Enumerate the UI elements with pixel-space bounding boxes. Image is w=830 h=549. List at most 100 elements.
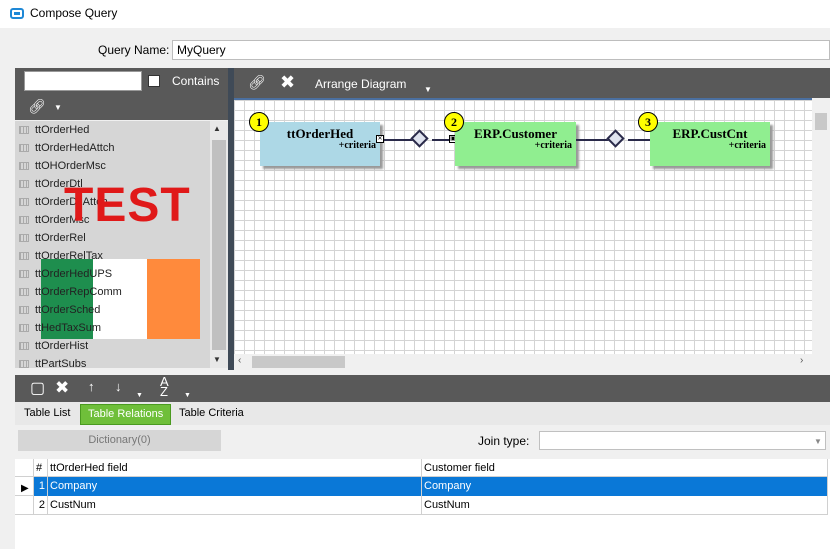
diagram-node-1[interactable]: ttOrderHed +criteria [260,122,380,166]
table-list-item[interactable]: ttHedTaxSum [15,319,210,337]
node-port-icon[interactable]: ✕ [376,135,384,143]
node-title: ERP.CustCnt [672,126,748,141]
query-name-input[interactable]: MyQuery [172,40,830,60]
table-list-scroll-thumb[interactable] [212,140,226,350]
table-list-item[interactable]: ttOHOrderMsc [15,157,210,175]
arrange-diagram-button[interactable]: Arrange Diagram [315,77,407,91]
overlay-orange-block [147,259,200,339]
grid-header-num[interactable]: # [34,459,48,477]
table-search-input[interactable] [24,71,142,91]
table-grid-icon [19,288,29,296]
table-list-item[interactable]: ttOrderMsc [15,211,210,229]
move-up-icon[interactable]: ↑ [88,379,95,394]
table-grid-icon [19,324,29,332]
row-number: 2 [34,496,48,515]
scroll-down-icon[interactable]: ▼ [213,355,221,364]
scroll-right-icon[interactable]: › [800,355,804,366]
join-type-label: Join type: [478,434,530,448]
table-list-item[interactable]: ttPartSubs [15,355,210,368]
table-row[interactable]: 2 CustNum CustNum [34,496,828,515]
window-title: Compose Query [30,6,118,20]
scroll-left-icon[interactable]: ‹ [238,355,242,366]
node-criteria-link[interactable]: +criteria [534,140,572,151]
tabs-row [15,402,830,425]
table-row[interactable]: 1 Company Company [34,477,828,496]
node-criteria-link[interactable]: +criteria [728,140,766,151]
grid-header-left-field[interactable]: ttOrderHed field [48,459,422,477]
table-list-item-label: ttHedTaxSum [35,322,102,334]
row-left-field[interactable]: Company [48,477,422,496]
table-grid-icon [19,306,29,314]
row-left-field[interactable]: CustNum [48,496,422,515]
node-title: ttOrderHed [286,126,354,141]
chevron-down-icon[interactable]: ▼ [136,392,143,399]
query-name-label: Query Name: [98,43,170,57]
tab-table-relations[interactable]: Table Relations [80,404,172,425]
table-grid-icon [19,270,29,278]
diagram-node-3[interactable]: ERP.CustCnt +criteria [650,122,770,166]
table-list-item[interactable]: ttOrderDtl [15,175,210,193]
table-list-item[interactable]: ttOrderRelTax [15,247,210,265]
table-list-item-label: ttOrderHedUPS [35,268,113,280]
table-grid-icon [19,234,29,242]
chevron-down-icon[interactable]: ▼ [814,437,822,446]
table-grid-icon [19,252,29,260]
diagram-vertical-scroll-thumb[interactable] [815,113,827,130]
diagram-horizontal-scroll-thumb[interactable] [252,356,345,368]
overlay-white-block [93,259,147,339]
link-icon[interactable]: 🔗︎ [28,98,46,114]
node-number-badge: 2 [444,112,464,132]
table-grid-icon [19,198,29,206]
row-header[interactable] [15,496,34,515]
table-list-item-label: ttOrderSched [35,304,101,316]
diagram-vertical-scrollbar[interactable] [812,98,830,354]
table-list-item[interactable]: ttOrderHedAttch [15,139,210,157]
contains-checkbox[interactable] [148,75,160,87]
delete-icon[interactable]: ✖ [55,378,70,397]
table-list-item[interactable]: ttOrderRepComm [15,283,210,301]
close-icon[interactable]: ✖ [280,72,296,92]
table-list-item[interactable]: ttOrderHedUPS [15,265,210,283]
grid-corner [15,459,34,477]
tab-table-list[interactable]: Table List [24,407,71,419]
overlay-green-block [41,259,93,339]
row-right-field[interactable]: Company [422,477,828,496]
table-list-item[interactable]: ttOrderRel [15,229,210,247]
diagram-horizontal-scrollbar[interactable] [234,354,830,370]
chevron-down-icon[interactable]: ▼ [184,392,191,399]
new-icon[interactable]: ▢ [30,380,46,397]
title-bar [0,0,830,28]
node-number-badge: 3 [638,112,658,132]
move-down-icon[interactable]: ↓ [115,379,122,394]
node-criteria-link[interactable]: +criteria [338,140,376,151]
chevron-down-icon[interactable]: ▼ [424,85,432,94]
table-list-item-label: ttOrderHedAttch [35,142,115,154]
table-list-item[interactable]: ttOrderHed [15,121,210,139]
window-icon [10,8,24,19]
table-grid-icon [19,144,29,152]
join-type-select[interactable] [539,431,826,450]
table-list-item[interactable]: ttOrderDtlAttch [15,193,210,211]
chevron-down-icon[interactable]: ▼ [54,103,62,112]
table-grid-icon [19,360,29,368]
diagram-node-2[interactable]: ERP.Customer +criteria [455,122,576,166]
table-list-item[interactable]: ttOrderSched [15,301,210,319]
row-header[interactable] [15,477,34,496]
table-list-item-label: ttOrderHed [35,124,90,136]
scroll-up-icon[interactable]: ▲ [213,124,221,133]
table-list-item-label: ttOrderRel [35,232,86,244]
test-watermark: TEST [64,179,191,232]
table-list-item[interactable]: ttOrderHist [15,337,210,355]
tab-table-criteria[interactable]: Table Criteria [179,407,244,419]
grid-header-right-field[interactable]: Customer field [422,459,828,477]
table-list-item-label: ttOrderRelTax [35,250,103,262]
row-right-field[interactable]: CustNum [422,496,828,515]
row-number: 1 [34,477,48,496]
dictionary-button[interactable]: Dictionary(0) [18,430,221,451]
table-grid-icon [19,162,29,170]
link-icon[interactable]: 🔗︎ [248,74,266,90]
panel-splitter[interactable] [228,68,234,370]
table-list-item-label: ttOrderMsc [35,214,90,226]
table-grid-icon [19,342,29,350]
